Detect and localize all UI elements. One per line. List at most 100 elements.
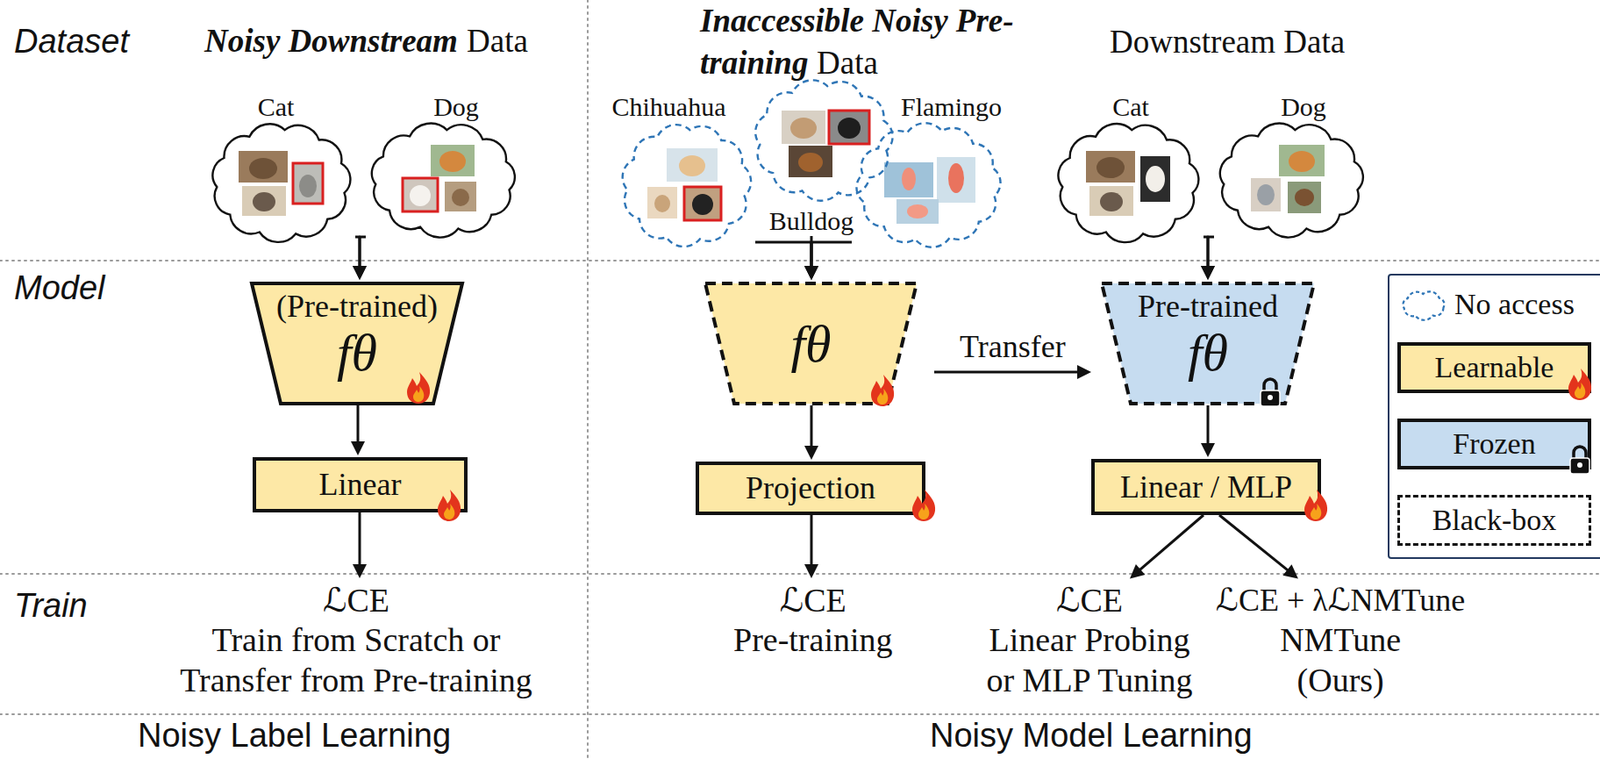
model-trapezoid: Pre-trainedfθ	[1100, 281, 1316, 406]
node-content: (Pre-trained)fθ	[250, 281, 465, 406]
arrow-head	[1282, 564, 1299, 579]
lock-shackle	[1573, 446, 1586, 458]
edge-label: Transfer	[959, 328, 1066, 365]
trapezoid-outline	[251, 283, 463, 404]
lock-keyhole	[1267, 394, 1273, 400]
flame-outer	[407, 371, 430, 404]
cloud-outline	[207, 120, 356, 245]
row-label: Noisy Label Learning	[137, 715, 451, 755]
ellipse-part	[252, 192, 276, 212]
rect-part	[936, 157, 976, 203]
rect-part	[1089, 185, 1134, 216]
ellipse-part	[299, 174, 317, 198]
photo	[1089, 185, 1134, 216]
rect-part	[684, 186, 722, 221]
flame-icon	[400, 368, 436, 408]
ellipse-part	[1294, 188, 1315, 207]
photo	[666, 148, 718, 182]
flame-icon	[1562, 364, 1598, 404]
class-label: Dog	[378, 91, 534, 123]
flame-icon	[864, 371, 900, 410]
data-cloud: Chihuahua	[617, 87, 756, 250]
legend-sample	[1398, 288, 1450, 322]
rect-part	[292, 163, 323, 204]
arrow-head	[804, 265, 819, 280]
ellipse-part	[692, 193, 714, 215]
rect-part	[828, 110, 870, 144]
arrow	[1200, 236, 1215, 280]
class-label: Dog	[1226, 91, 1381, 123]
arrow-line	[755, 242, 812, 268]
rect-part	[1140, 156, 1171, 202]
rect-part	[1287, 181, 1322, 214]
arrow-line	[1219, 514, 1289, 572]
photo	[788, 145, 833, 178]
line-part	[0, 572, 1600, 575]
arrow	[352, 236, 367, 280]
ellipse-part	[249, 157, 278, 179]
ellipse-part	[837, 117, 861, 139]
arrow	[1200, 405, 1215, 458]
legend-text: Frozen	[1452, 426, 1536, 462]
model-symbol: fθ	[1187, 323, 1229, 382]
loss-text: ℒCEPre-training	[733, 580, 893, 660]
ellipse-part	[439, 150, 466, 172]
ellipse-part	[1288, 150, 1315, 172]
legend-text: Learnable	[1435, 350, 1555, 386]
rect-part	[884, 162, 934, 198]
arrow-head	[1200, 442, 1215, 458]
cloud-path	[1057, 123, 1199, 243]
rect-part	[402, 178, 438, 212]
loss-formula: ℒCE	[322, 580, 390, 620]
data-cloud: Bulldog	[750, 76, 898, 236]
arrow-head	[352, 265, 367, 280]
class-label: Cat	[201, 91, 350, 123]
lock-shackle	[1264, 378, 1277, 391]
flame-inner	[918, 503, 929, 520]
node-content: Pre-trainedfθ	[1100, 281, 1316, 406]
legend-swatch: Frozen	[1397, 418, 1592, 470]
method-caption: Train from Scratch or Transfer from Pre-…	[163, 619, 550, 700]
cloud-outline	[617, 120, 756, 250]
arrow	[804, 514, 819, 579]
arrow-line	[810, 405, 814, 448]
arrow-head	[804, 265, 819, 280]
arrow-line	[358, 512, 362, 566]
flame-inner	[1574, 382, 1586, 399]
model-trapezoid: (Pre-trained)fθ	[250, 281, 465, 406]
flame-outer	[437, 489, 461, 522]
ellipse-part	[451, 188, 470, 207]
flame-inner	[443, 503, 455, 520]
photo	[896, 199, 939, 224]
ellipse-part	[409, 185, 431, 207]
flame-inner	[413, 385, 424, 402]
header-label: Inaccessible Noisy Pre-training	[700, 0, 1058, 85]
layer-label: Linear / MLP	[1120, 469, 1293, 506]
rect-part	[444, 181, 477, 212]
method-caption: Linear Probing or MLP Tuning	[975, 619, 1204, 700]
row-label: Dataset	[14, 21, 129, 61]
cloud-path	[371, 123, 515, 238]
arrow-line	[357, 405, 360, 443]
noisy-photo	[402, 178, 438, 212]
rect-part	[1085, 150, 1136, 183]
arrow	[934, 364, 1092, 379]
line-part	[0, 713, 1600, 715]
flame-outer	[871, 374, 894, 407]
trapezoid-outline	[1101, 283, 1315, 404]
legend-swatch: Learnable	[1397, 342, 1592, 393]
flame-icon	[906, 485, 942, 525]
photo	[430, 144, 475, 177]
cloud-path	[622, 124, 751, 247]
class-label: Cat	[1055, 91, 1207, 123]
arrow-head	[352, 564, 367, 579]
loss-formula: ℒCE	[1056, 580, 1123, 620]
cloud-outline	[365, 120, 521, 240]
data-cloud: Dog	[365, 87, 521, 240]
layer-box: Linear	[252, 457, 468, 513]
class-label: Chihuahua	[600, 91, 738, 123]
ellipse-part	[948, 163, 965, 193]
class-label: Flamingo	[874, 91, 1029, 123]
